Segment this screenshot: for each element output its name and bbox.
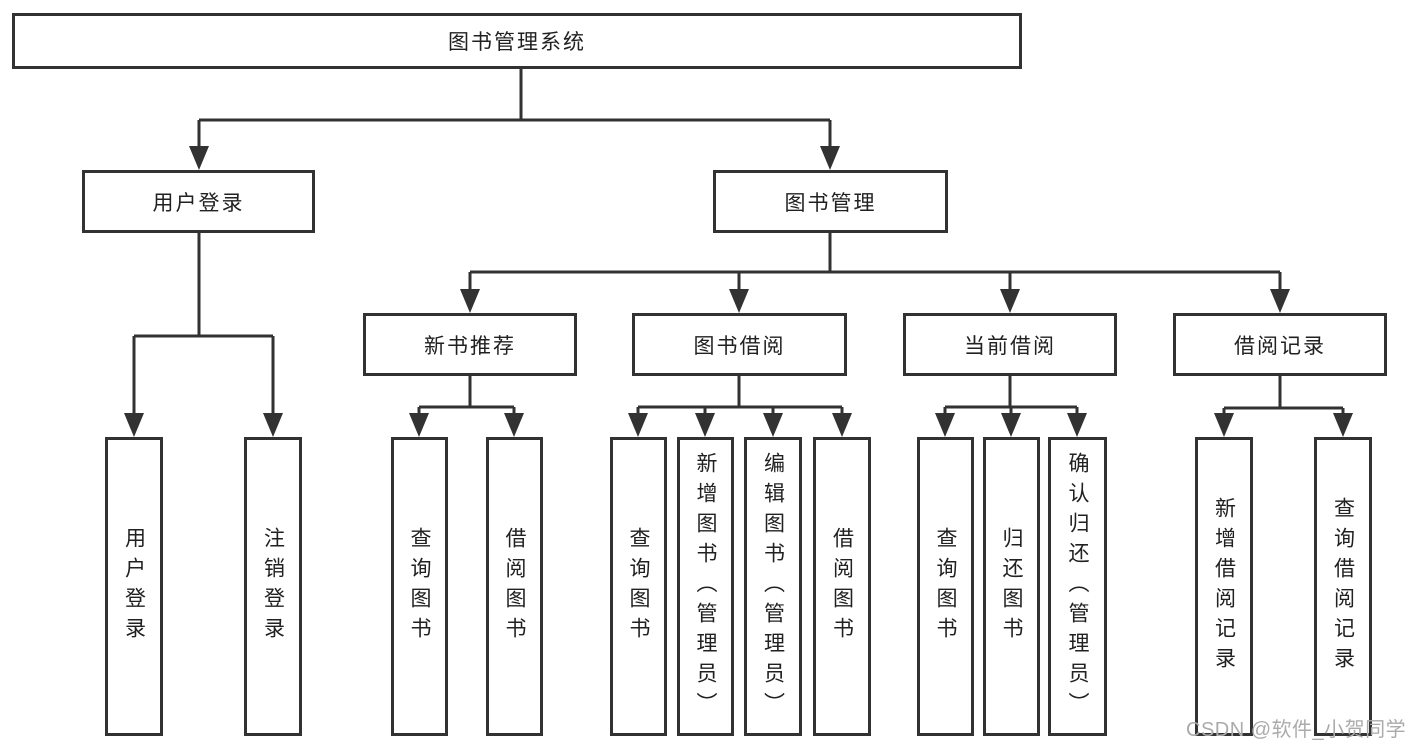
node-book-borrowing-label: 图书借阅 [693, 334, 786, 358]
leaf-query-books-current: 查询图书 [917, 437, 974, 736]
leaf-query-books-recommend-label: 查询图书 [408, 526, 431, 647]
connector-user-login-branch [124, 231, 283, 437]
leaf-user-login: 用户登录 [105, 437, 163, 736]
leaf-query-books-recommend: 查询图书 [391, 437, 448, 736]
node-book-management-label: 图书管理 [784, 191, 877, 215]
leaf-logout: 注销登录 [244, 437, 302, 736]
node-new-book-recommend-label: 新书推荐 [424, 334, 516, 358]
node-borrowing-records: 借阅记录 [1173, 313, 1387, 376]
connector-current-borrow-branch [935, 374, 1087, 437]
leaf-edit-books-admin: 编辑图书（管理员） [744, 437, 802, 736]
leaf-logout-label: 注销登录 [261, 526, 285, 647]
node-user-login-label: 用户登录 [152, 191, 245, 215]
node-root: 图书管理系统 [12, 13, 1022, 69]
leaf-add-books-admin-label: 新增图书（管理员） [694, 451, 717, 722]
leaf-user-login-label: 用户登录 [122, 526, 146, 647]
leaf-query-borrow-record-label: 查询借阅记录 [1331, 496, 1355, 677]
leaf-add-borrow-record-label: 新增借阅记录 [1212, 496, 1236, 677]
leaf-borrow-books-recommend-label: 借阅图书 [503, 526, 526, 647]
leaf-return-books: 归还图书 [983, 437, 1040, 736]
node-book-borrowing: 图书借阅 [632, 313, 847, 376]
leaf-confirm-return-admin: 确认归还（管理员） [1048, 437, 1107, 736]
leaf-query-books-borrowing-label: 查询图书 [627, 526, 650, 647]
leaf-borrow-books-recommend: 借阅图书 [486, 437, 543, 736]
connector-new-book-branch [409, 374, 524, 437]
leaf-confirm-return-admin-label: 确认归还（管理员） [1066, 451, 1089, 722]
leaf-add-books-admin: 新增图书（管理员） [677, 437, 734, 736]
leaf-borrow-books-borrowing-label: 借阅图书 [830, 526, 854, 647]
leaf-query-books-current-label: 查询图书 [934, 526, 957, 647]
connector-book-management-branch [460, 231, 1290, 313]
node-root-label: 图书管理系统 [448, 31, 586, 54]
node-book-management: 图书管理 [713, 170, 948, 233]
leaf-query-books-borrowing: 查询图书 [610, 437, 667, 736]
leaf-add-borrow-record: 新增借阅记录 [1195, 437, 1253, 736]
connector-borrow-record-branch [1214, 374, 1353, 437]
node-user-login: 用户登录 [82, 170, 315, 233]
leaf-query-borrow-record: 查询借阅记录 [1314, 437, 1372, 736]
node-current-borrowing: 当前借阅 [903, 313, 1117, 376]
watermark: CSDN @软件_小贺同学 [1186, 719, 1405, 741]
node-new-book-recommend: 新书推荐 [363, 313, 577, 376]
node-current-borrowing-label: 当前借阅 [964, 334, 1056, 358]
connector-root-to-level1 [189, 66, 840, 170]
leaf-edit-books-admin-label: 编辑图书（管理员） [761, 451, 785, 722]
leaf-return-books-label: 归还图书 [1000, 526, 1023, 647]
node-borrowing-records-label: 借阅记录 [1234, 334, 1326, 358]
leaf-borrow-books-borrowing: 借阅图书 [813, 437, 871, 736]
connector-book-borrow-branch [628, 374, 852, 437]
